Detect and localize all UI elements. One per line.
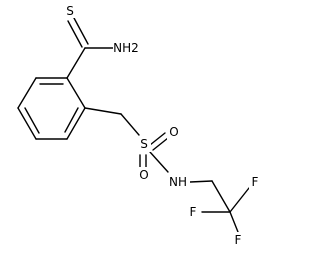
n-ch2-bond xyxy=(189,180,213,183)
ring-bond-5 xyxy=(66,107,86,140)
atom-label-fluorine-2: F xyxy=(252,175,259,189)
s-o1-double-bond-b xyxy=(152,137,169,151)
atom-label-fluorine-1: F xyxy=(190,205,197,219)
ring-bond-3 xyxy=(17,107,37,140)
ring-to-thioamide-bond xyxy=(66,47,86,79)
c-f2-bond xyxy=(229,187,250,213)
c-f3-bond xyxy=(229,211,239,233)
ch2-cf3-bond xyxy=(211,180,231,213)
ring-double-inner-2 xyxy=(24,107,40,134)
atom-label-sulfonyl-o2: O xyxy=(139,168,148,182)
atom-label-fluorine-3: F xyxy=(235,233,242,247)
thione-double-bond-b xyxy=(73,17,89,45)
benzene-ring xyxy=(17,77,86,140)
atom-label-sulfonyl-o1: O xyxy=(169,125,178,139)
atom-label-sulfonamide-nh: NH xyxy=(169,175,187,189)
ch2-to-sulfur-bond xyxy=(120,113,140,136)
s-o1-double-bond-a xyxy=(149,132,166,146)
ring-double-inner-3 xyxy=(64,107,79,133)
atom-labels: S NH2 S O O NH F F F xyxy=(64,4,261,248)
ring-bond-2 xyxy=(17,77,37,109)
s-n-bond xyxy=(149,151,169,173)
ring-to-ch2-bond xyxy=(84,107,122,115)
thione-double-bond-a xyxy=(67,20,83,48)
ring-bond-6 xyxy=(66,77,86,109)
atom-label-thione-s: S xyxy=(66,4,74,18)
atom-label-sulfonyl-s: S xyxy=(140,137,148,151)
atom-label-amide-nh2: NH2 xyxy=(113,41,139,55)
structure-diagram: S NH2 S O O NH F F F xyxy=(17,4,261,248)
